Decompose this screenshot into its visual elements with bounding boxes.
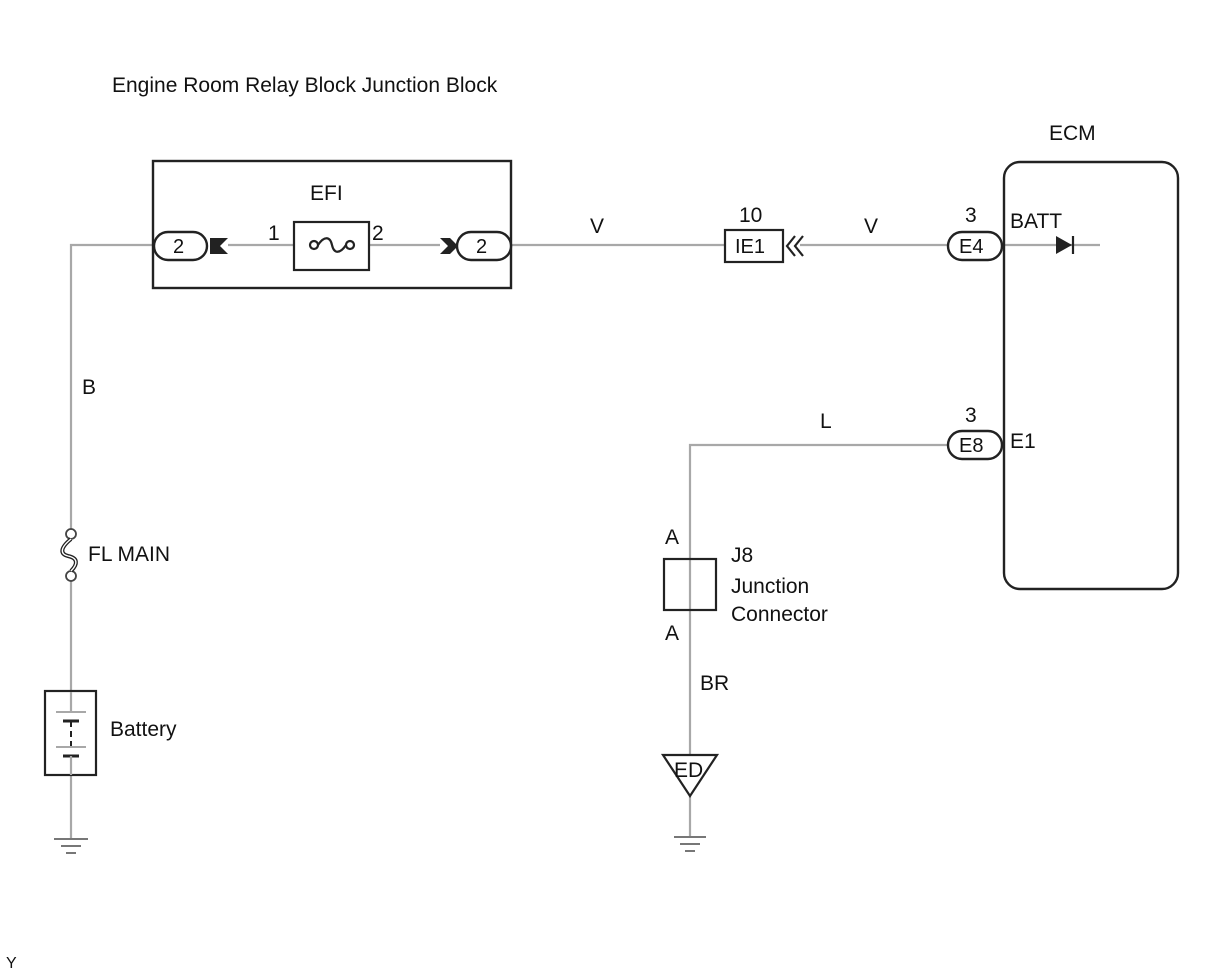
- fuse-terminal-right: [344, 239, 356, 251]
- corner-mark: Y: [6, 955, 17, 972]
- wire-label-b: B: [82, 376, 96, 399]
- efi-pin-2: 2: [372, 222, 384, 245]
- wire-label-v2: V: [864, 215, 878, 238]
- ecm-terminal-batt: BATT: [1010, 210, 1062, 233]
- j8-pin-bottom: A: [665, 622, 679, 645]
- e4-label: E4: [959, 236, 983, 258]
- ie1-pin: 10: [739, 204, 762, 227]
- ecm-label: ECM: [1049, 122, 1096, 145]
- wire-l: [688, 443, 950, 560]
- ie1-connector: IE1: [723, 228, 804, 264]
- wire-b-upper: [69, 243, 154, 532]
- e8-label: E8: [959, 435, 983, 457]
- efi-label: EFI: [310, 182, 343, 205]
- wire-label-l: L: [820, 410, 832, 433]
- ie1-label: IE1: [735, 236, 765, 258]
- ie1-chevron-mark: [785, 235, 804, 257]
- j8-name-line2: Connector: [731, 603, 828, 626]
- ecm-box: [1002, 160, 1180, 591]
- efi-fuse: [292, 220, 371, 272]
- fl-main-label: FL MAIN: [88, 543, 170, 566]
- ed-earth-ground-icon: [674, 836, 706, 852]
- fuse-terminal-left: [308, 239, 320, 251]
- batt-diode-icon: [1056, 236, 1075, 254]
- relay-block-connector-left-pin: 2: [173, 236, 184, 258]
- ground-point-ed-icon: [660, 753, 720, 799]
- wire-label-br: BR: [700, 672, 729, 695]
- wires: [69, 243, 1100, 838]
- relay-block-box: [151, 159, 513, 290]
- battery-ground-icon: [54, 838, 88, 854]
- wire-label-v1: V: [590, 215, 604, 238]
- relay-block-connector-left: 2: [152, 230, 228, 262]
- e8-pin: 3: [965, 404, 977, 427]
- fuse-element: [317, 237, 347, 253]
- j8-name-line1: Junction: [731, 575, 809, 598]
- j8-id: J8: [731, 544, 753, 567]
- ecm-connector-e4: E4: [946, 230, 1004, 262]
- j8-pin-top: A: [665, 526, 679, 549]
- ecm-terminal-e1: E1: [1010, 430, 1036, 453]
- fl-main-fusible-link-icon: [60, 528, 78, 582]
- j8-junction-connector-box: [662, 557, 718, 612]
- battery-icon: [43, 689, 98, 777]
- relay-block-connector-right-pin: 2: [476, 236, 487, 258]
- relay-block-connector-right: 2: [440, 230, 513, 262]
- diagram-title: Engine Room Relay Block Junction Block: [112, 74, 498, 97]
- efi-pin-1: 1: [268, 222, 280, 245]
- battery-label: Battery: [110, 718, 177, 741]
- ground-point-ed-label: ED: [674, 759, 703, 782]
- ecm-connector-e8: E8: [946, 429, 1004, 461]
- connector-left-female-mark: [210, 238, 228, 254]
- e4-pin: 3: [965, 204, 977, 227]
- connector-right-male-mark: [440, 238, 458, 254]
